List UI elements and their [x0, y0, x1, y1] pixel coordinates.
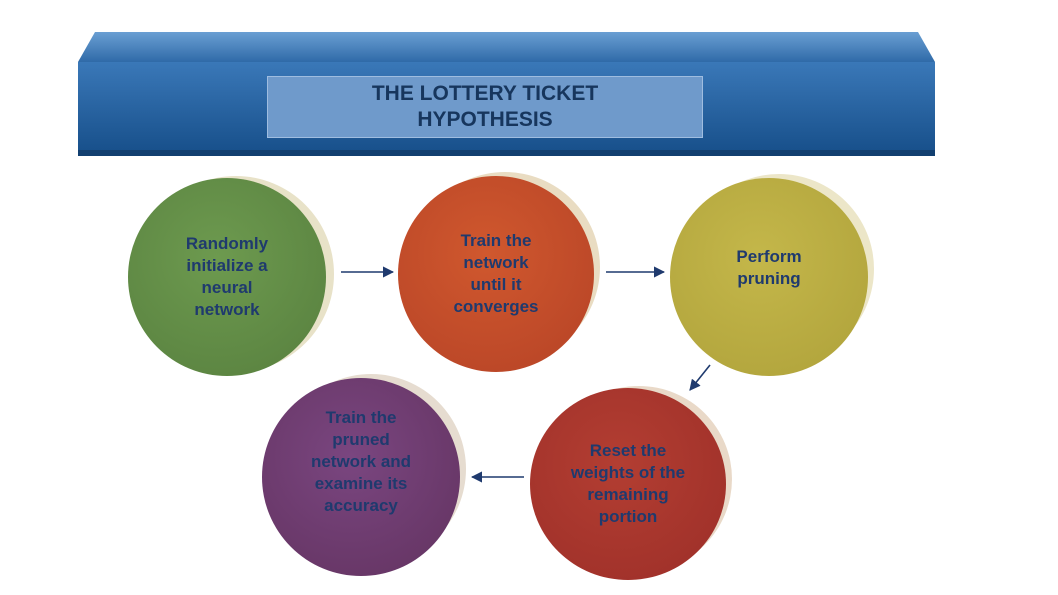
step-5-label: Train the pruned network and examine its…	[310, 408, 412, 515]
title-line-2: HYPOTHESIS	[417, 108, 553, 131]
step-2-circle: Train the network until it converges	[398, 176, 594, 372]
banner-top-face	[78, 32, 935, 62]
step-5-circle: Train the pruned network and examine its…	[262, 378, 460, 576]
page-title: THE LOTTERY TICKET HYPOTHESIS	[267, 76, 703, 138]
arrow-3-to-4	[689, 364, 711, 391]
step-1-circle: Randomly initialize a neural network	[128, 178, 326, 376]
title-line-1: THE LOTTERY TICKET	[371, 82, 599, 105]
banner-bottom-edge	[78, 150, 935, 156]
step-1-label: Randomly initialize a neural network	[185, 234, 269, 319]
step-4-circle: Reset the weights of the remaining porti…	[530, 388, 726, 580]
step-2-label: Train the network until it converges	[453, 231, 539, 316]
step-3-circle: Perform pruning	[670, 178, 868, 376]
step-3-label: Perform pruning	[736, 247, 802, 288]
step-4-label: Reset the weights of the remaining porti…	[570, 441, 686, 526]
